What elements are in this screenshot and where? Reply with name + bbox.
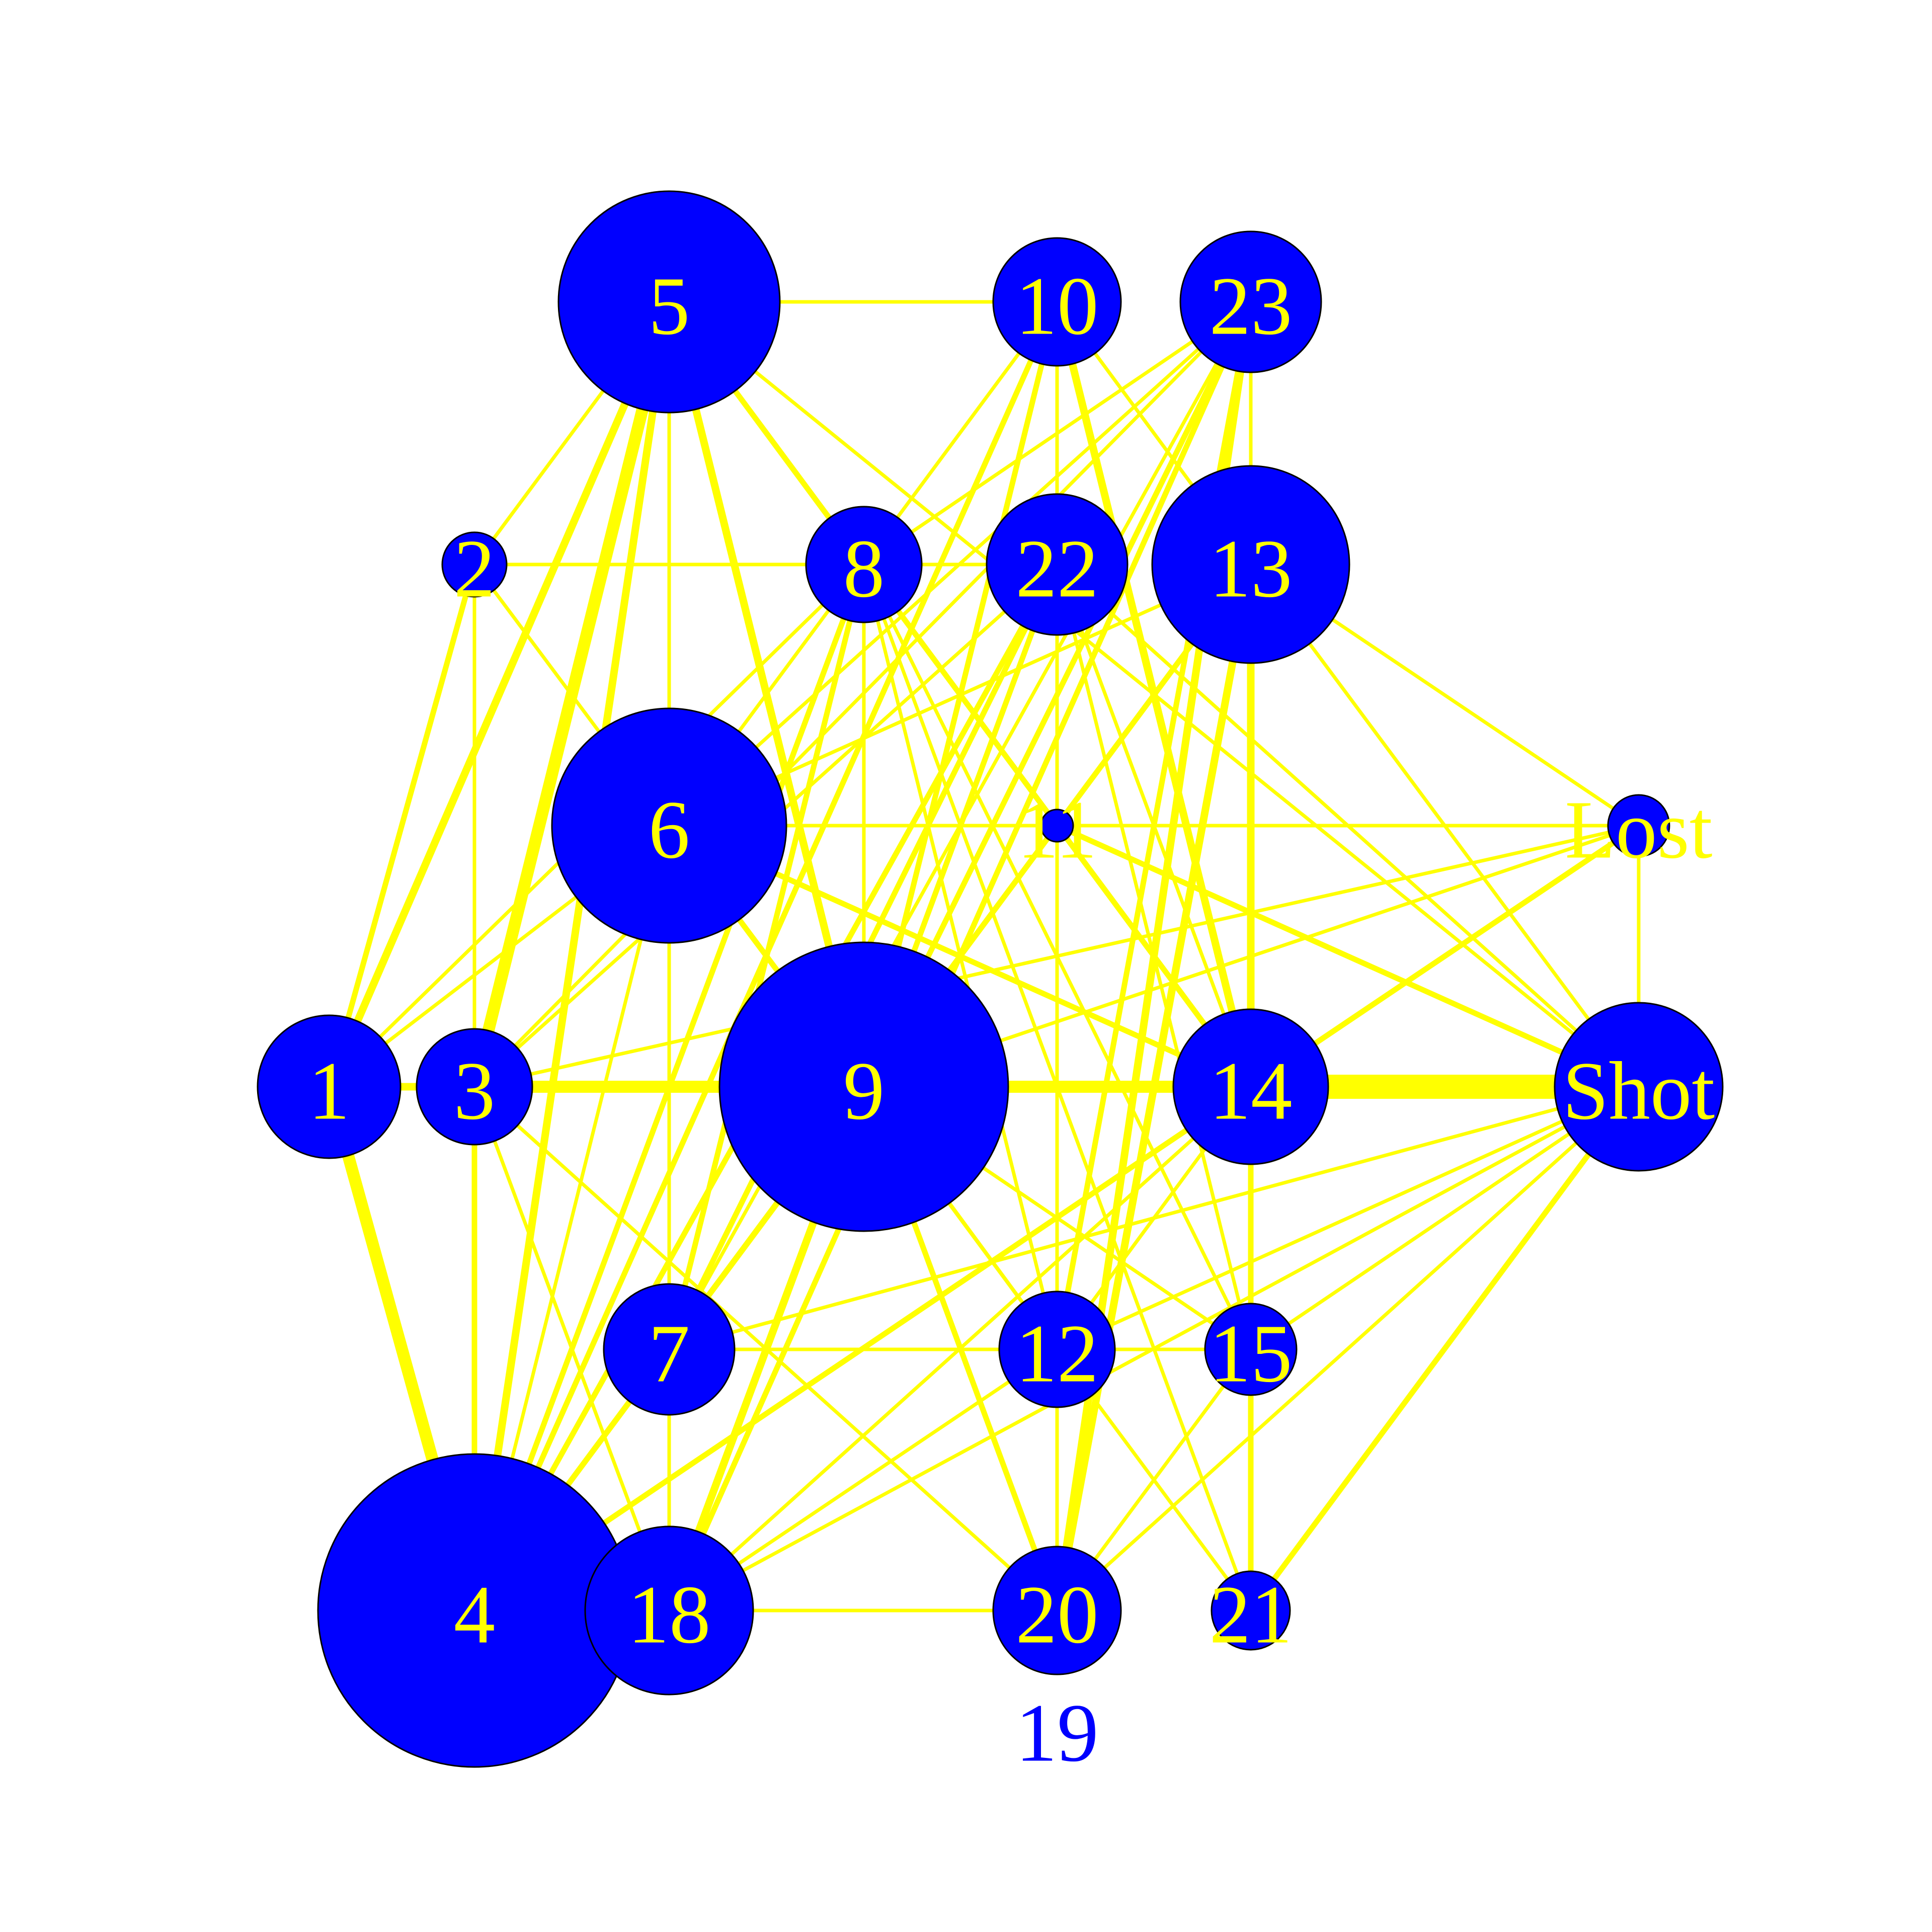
node-22[interactable] xyxy=(986,493,1129,636)
node-label: 6 xyxy=(649,784,690,876)
edge-12-Shot xyxy=(1056,1085,1640,1351)
node-label: 3 xyxy=(454,1045,496,1137)
node-label: 10 xyxy=(1016,260,1099,352)
node-circle xyxy=(416,1028,533,1146)
node-circle xyxy=(584,1525,754,1696)
edge-5-4 xyxy=(470,301,673,1612)
edge-22-15 xyxy=(1055,564,1253,1350)
edge-20-Shot xyxy=(1056,1085,1640,1612)
node-23[interactable] xyxy=(1179,230,1322,373)
node-circle xyxy=(441,531,508,598)
node-label: 2 xyxy=(454,523,496,615)
node-circle xyxy=(986,493,1129,636)
node-circle xyxy=(1151,465,1350,664)
node-3[interactable] xyxy=(416,1028,533,1146)
node-label: 20 xyxy=(1016,1569,1099,1661)
node-14[interactable] xyxy=(1172,1008,1329,1165)
node-7[interactable] xyxy=(603,1283,736,1416)
node-label: 15 xyxy=(1210,1308,1293,1400)
node-circle xyxy=(1204,1303,1298,1396)
node-2[interactable] xyxy=(441,531,508,598)
edge-18-Shot xyxy=(668,1085,1640,1613)
edge-23-8 xyxy=(863,300,1252,566)
node-label: 22 xyxy=(1016,523,1099,615)
node-shot[interactable] xyxy=(1554,1002,1724,1172)
edge-2-1 xyxy=(326,564,477,1088)
node-8[interactable] xyxy=(805,506,923,623)
node-circle xyxy=(1607,794,1670,857)
node-label: 9 xyxy=(843,1045,885,1137)
node-label: 7 xyxy=(649,1308,690,1400)
edge-13-19 xyxy=(1053,564,1255,1612)
node-1[interactable] xyxy=(257,1014,401,1159)
node-label: 23 xyxy=(1210,260,1293,352)
node-circle xyxy=(1179,230,1322,373)
node-label: 13 xyxy=(1210,523,1293,615)
node-18[interactable] xyxy=(584,1525,754,1696)
edge-11-Shot xyxy=(1056,823,1640,1090)
node-lost[interactable] xyxy=(1607,794,1670,857)
edge-5-1 xyxy=(326,300,673,1088)
edge-21-Shot xyxy=(1248,1085,1641,1613)
node-circle xyxy=(1040,809,1074,843)
node-9[interactable] xyxy=(718,941,1009,1232)
node-15[interactable] xyxy=(1204,1303,1298,1396)
node-label: Shot xyxy=(1563,1045,1715,1137)
edge-3-Lost xyxy=(474,824,1639,1089)
edge-3-18 xyxy=(472,1086,671,1612)
node-circle xyxy=(257,1014,401,1159)
node-label: 1 xyxy=(308,1045,350,1137)
edges-layer xyxy=(323,300,1641,1613)
node-20[interactable] xyxy=(992,1546,1122,1675)
node-6[interactable] xyxy=(551,707,787,944)
node-12[interactable] xyxy=(998,1291,1116,1408)
node-label: Lost xyxy=(1565,784,1712,876)
node-label: 8 xyxy=(843,523,885,615)
node-circle xyxy=(805,506,923,623)
node-label: 21 xyxy=(1210,1569,1293,1661)
node-11[interactable] xyxy=(1040,809,1074,843)
node-21[interactable] xyxy=(1211,1570,1291,1651)
node-label: 18 xyxy=(628,1569,711,1661)
node-circle xyxy=(718,941,1009,1232)
node-circle xyxy=(1211,1570,1291,1651)
node-circle xyxy=(1554,1002,1724,1172)
node-10[interactable] xyxy=(992,237,1122,367)
node-label: 4 xyxy=(454,1569,496,1661)
node-circle xyxy=(1172,1008,1329,1165)
edge-7-Shot xyxy=(669,1085,1639,1351)
node-label: 11 xyxy=(1017,784,1097,876)
node-label: 12 xyxy=(1016,1308,1099,1400)
node-circle xyxy=(551,707,787,944)
node-circle xyxy=(557,190,781,414)
node-circle xyxy=(603,1283,736,1416)
node-label: 19 xyxy=(1016,1687,1099,1779)
node-5[interactable] xyxy=(557,190,781,414)
node-circle xyxy=(992,1546,1122,1675)
node-label: 14 xyxy=(1210,1045,1293,1137)
node-label: 5 xyxy=(649,260,690,352)
node-circle xyxy=(992,237,1122,367)
node-13[interactable] xyxy=(1151,465,1350,664)
node-circle xyxy=(998,1291,1116,1408)
